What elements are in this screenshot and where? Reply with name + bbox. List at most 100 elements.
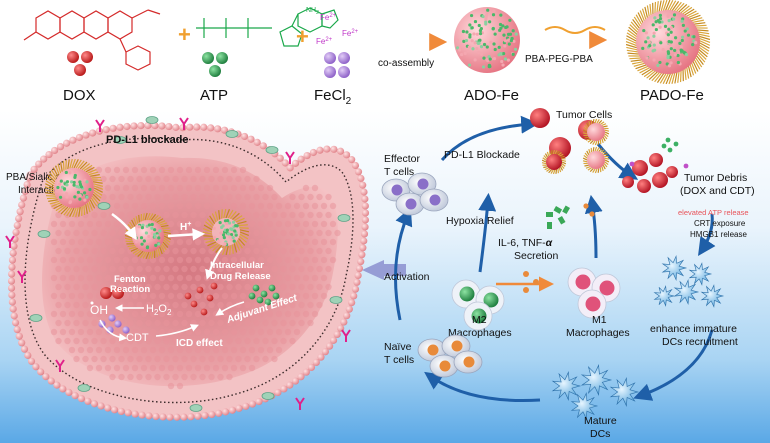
cytoplasm-bead — [190, 373, 197, 381]
peg-strand — [559, 166, 564, 171]
peg-strand — [582, 157, 588, 161]
cytoplasm-bead — [226, 265, 233, 273]
cytoplasm-bead — [163, 355, 170, 363]
nanoparticle-outside — [44, 158, 104, 218]
enhance-label-line2: DCs recruitment — [662, 336, 738, 348]
peg-strand — [46, 177, 55, 185]
cytoplasm-bead — [208, 175, 215, 183]
cytoplasm-bead — [154, 337, 161, 345]
cytoplasm-bead — [271, 229, 278, 237]
cytoplasm-bead — [266, 238, 274, 246]
cytoplasm-bead — [311, 256, 319, 264]
cytoplasm-bead — [307, 211, 314, 219]
membrane-bead — [15, 332, 23, 340]
tumor-cells-label: Tumor Cells — [556, 109, 612, 121]
cytoplasm-bead — [122, 346, 130, 354]
membrane-bead — [152, 412, 160, 421]
cytoplasm-bead — [203, 328, 211, 336]
membrane-bead — [201, 411, 209, 420]
peg-strand — [592, 147, 595, 152]
cytoplasm-bead — [167, 184, 175, 192]
nanoparticle-dot — [684, 53, 689, 57]
nanoparticle-dot — [150, 231, 154, 236]
nanoparticle-dot — [672, 17, 676, 21]
pado-fe-dots — [641, 13, 698, 68]
cytoplasm-bead — [55, 301, 62, 309]
nanoparticle-dot — [651, 23, 655, 27]
cytoplasm-bead — [203, 364, 211, 372]
nanoparticle-dot — [488, 20, 492, 24]
cytoplasm-bead — [136, 265, 143, 273]
peg-strand — [160, 224, 169, 228]
cytoplasm-bead — [307, 301, 314, 309]
cytoplasm-bead — [239, 166, 247, 174]
peg-strand — [60, 206, 69, 215]
membrane-bead — [30, 165, 38, 173]
cytoplasm-bead — [257, 220, 265, 228]
radical-dot-icon — [90, 301, 94, 305]
peg-strand — [60, 162, 63, 172]
peg-strand — [556, 150, 560, 155]
membrane-bead — [131, 410, 139, 418]
sialic-acid-receptor-icon — [341, 329, 351, 342]
tumor-debris-label-line1: Tumor Debris — [684, 172, 747, 184]
membrane-bead — [340, 318, 348, 326]
cdt-label: CDT — [126, 332, 149, 344]
t-cell-nucleus — [417, 178, 429, 190]
peg-strand — [150, 213, 157, 221]
nanoparticle-dot — [652, 31, 656, 35]
peg-strand — [598, 147, 603, 152]
membrane-bead — [215, 409, 223, 417]
membrane-bead — [137, 121, 145, 130]
peg-strand — [541, 162, 547, 165]
peg-strand — [225, 209, 230, 219]
mature-label-line2: DCs — [590, 428, 610, 440]
cytoplasm-bead — [190, 193, 197, 201]
mature-dcs — [551, 364, 640, 420]
cytoplasm-bead — [307, 247, 314, 255]
fe-ion-label: Fe2+ — [316, 37, 333, 46]
cytoplasm-bead — [293, 238, 301, 246]
peg-strand — [89, 199, 96, 209]
cytoplasm-bead — [109, 193, 116, 201]
membrane-bead — [11, 319, 20, 327]
cytoplasm-bead — [262, 355, 269, 363]
membrane-bead — [7, 284, 16, 292]
cytoplasm-bead — [275, 346, 283, 354]
nanoparticle-dot — [154, 243, 158, 247]
pdl1-protein-icon — [189, 404, 203, 412]
membrane-bead — [297, 155, 305, 163]
nanoparticle-dot — [507, 38, 511, 42]
cytoplasm-bead — [244, 319, 251, 327]
membrane-bead — [47, 377, 55, 385]
membrane-bead — [63, 139, 71, 147]
peg-strand — [223, 208, 227, 219]
cytoplasm-bead — [91, 337, 98, 345]
nanoparticle-dot — [503, 57, 508, 61]
nanoparticle-dot — [673, 48, 677, 53]
membrane-bead — [53, 381, 61, 389]
fe-dot — [108, 314, 116, 322]
nanoparticle-dot — [463, 51, 467, 55]
tumor-cells-cluster — [530, 108, 610, 175]
cytoplasm-bead — [127, 193, 134, 201]
nanoparticle-dot — [497, 53, 501, 57]
cytoplasm-bead — [235, 355, 242, 363]
nanoparticle-dot — [468, 35, 472, 39]
hypoxia-relief-label: Hypoxia Relief — [446, 215, 514, 227]
cytoplasm-bead — [307, 283, 314, 291]
cytoplasm-bead — [64, 283, 71, 291]
peg-strand — [583, 126, 588, 131]
cytoplasm-bead — [59, 220, 67, 228]
cytoplasm-bead — [86, 274, 94, 282]
nanoparticle-dot — [222, 236, 226, 240]
dox-dot — [206, 294, 214, 302]
nanoparticle-dot — [482, 56, 486, 60]
cytoplasm-bead — [325, 229, 332, 237]
cytoplasm-bead — [262, 337, 269, 345]
peg-strand — [602, 137, 606, 142]
peg-strand — [600, 149, 605, 153]
nanoparticle-dot — [218, 220, 222, 225]
membrane-bead — [20, 345, 29, 353]
cytoplasm-bead — [149, 166, 157, 174]
